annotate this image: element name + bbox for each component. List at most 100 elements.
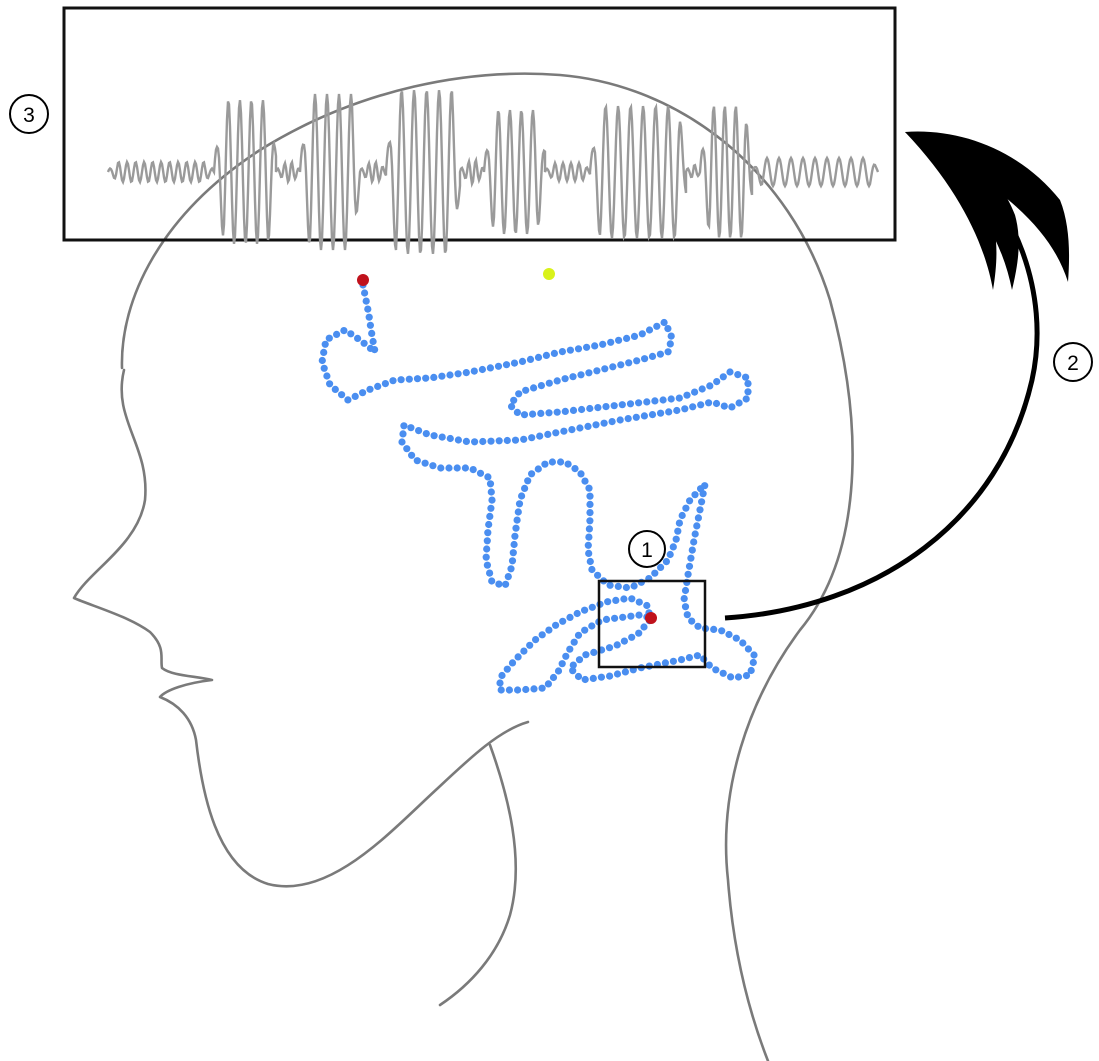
bead-303 bbox=[576, 656, 583, 663]
bead-208 bbox=[528, 470, 535, 477]
bead-198 bbox=[510, 549, 517, 556]
bead-338 bbox=[498, 686, 505, 693]
bead-124 bbox=[728, 403, 735, 410]
bead-96 bbox=[562, 408, 569, 415]
bead-10 bbox=[361, 340, 368, 347]
bead-203 bbox=[515, 508, 522, 515]
bead-223 bbox=[585, 534, 592, 541]
marker-2-label: 2 bbox=[1067, 352, 1079, 375]
bead-126 bbox=[713, 400, 720, 407]
bead-88 bbox=[510, 397, 517, 404]
bead-37 bbox=[446, 371, 453, 378]
neck-line bbox=[440, 745, 516, 1005]
bead-38 bbox=[455, 370, 462, 377]
bead-189 bbox=[483, 554, 490, 561]
bead-165 bbox=[400, 422, 407, 429]
bead-81 bbox=[562, 375, 569, 382]
bead-342 bbox=[530, 685, 537, 692]
bead-297 bbox=[598, 674, 605, 681]
bead-104 bbox=[627, 400, 634, 407]
bead-294 bbox=[622, 668, 629, 675]
bead-348 bbox=[562, 653, 569, 660]
bead-7 bbox=[370, 338, 377, 345]
bead-33 bbox=[414, 375, 421, 382]
bead-142 bbox=[584, 423, 591, 430]
bead-233 bbox=[631, 582, 638, 589]
bead-18 bbox=[319, 357, 326, 364]
bead-346 bbox=[555, 667, 562, 674]
bead-84 bbox=[538, 382, 545, 389]
bead-206 bbox=[521, 485, 528, 492]
bead-180 bbox=[487, 480, 494, 487]
bead-245 bbox=[682, 505, 689, 512]
bead-247 bbox=[691, 491, 698, 498]
bead-110 bbox=[676, 395, 683, 402]
bead-156 bbox=[471, 438, 478, 445]
bead-136 bbox=[633, 414, 640, 421]
bead-138 bbox=[617, 416, 624, 423]
bead-302 bbox=[570, 662, 577, 669]
bead-226 bbox=[587, 558, 594, 565]
bead-154 bbox=[487, 438, 494, 445]
bead-318 bbox=[620, 595, 627, 602]
bead-129 bbox=[689, 403, 696, 410]
bead-334 bbox=[509, 659, 516, 666]
bead-186 bbox=[484, 529, 491, 536]
bead-215 bbox=[577, 470, 584, 477]
bead-119 bbox=[742, 374, 749, 381]
bead-148 bbox=[536, 433, 543, 440]
bead-287 bbox=[678, 656, 685, 663]
bead-343 bbox=[539, 685, 546, 692]
bead-173 bbox=[437, 464, 444, 471]
bead-256 bbox=[690, 538, 697, 545]
bead-184 bbox=[486, 513, 493, 520]
bead-45 bbox=[511, 360, 518, 367]
bead-161 bbox=[431, 432, 438, 439]
bead-315 bbox=[643, 602, 650, 609]
bead-323 bbox=[581, 607, 588, 614]
bead-103 bbox=[619, 401, 626, 408]
bead-298 bbox=[590, 675, 597, 682]
bead-98 bbox=[578, 406, 585, 413]
bead-42 bbox=[487, 364, 494, 371]
bead-146 bbox=[552, 429, 559, 436]
bead-300 bbox=[575, 673, 582, 680]
bead-chain bbox=[319, 281, 758, 693]
bead-217 bbox=[585, 485, 592, 492]
bead-282 bbox=[712, 666, 719, 673]
bead-76 bbox=[601, 365, 608, 372]
bead-153 bbox=[496, 437, 503, 444]
bead-50 bbox=[551, 350, 558, 357]
bead-89 bbox=[508, 403, 515, 410]
bead-11 bbox=[354, 335, 361, 342]
bead-296 bbox=[606, 673, 613, 680]
bead-345 bbox=[550, 674, 557, 681]
bead-202 bbox=[514, 517, 521, 524]
bead-210 bbox=[541, 461, 548, 468]
bead-325 bbox=[566, 614, 573, 621]
bead-100 bbox=[594, 404, 601, 411]
bead-70 bbox=[649, 353, 656, 360]
bead-93 bbox=[537, 410, 544, 417]
bead-132 bbox=[665, 408, 672, 415]
bead-279 bbox=[735, 673, 742, 680]
bead-115 bbox=[713, 378, 720, 385]
bead-92 bbox=[529, 411, 536, 418]
bead-230 bbox=[607, 582, 614, 589]
bead-34 bbox=[422, 375, 429, 382]
bead-352 bbox=[581, 627, 588, 634]
bead-86 bbox=[522, 387, 529, 394]
bead-71 bbox=[641, 355, 648, 362]
bead-222 bbox=[586, 525, 593, 532]
waveform-panel-frame bbox=[64, 8, 895, 240]
bead-238 bbox=[663, 558, 670, 565]
bead-19 bbox=[321, 365, 328, 372]
bead-194 bbox=[502, 581, 509, 588]
bead-192 bbox=[488, 577, 495, 584]
bead-131 bbox=[673, 407, 680, 414]
bead-331 bbox=[526, 642, 533, 649]
bead-312 bbox=[640, 623, 647, 630]
bead-273 bbox=[739, 639, 746, 646]
bead-259 bbox=[686, 563, 693, 570]
bead-101 bbox=[602, 403, 609, 410]
